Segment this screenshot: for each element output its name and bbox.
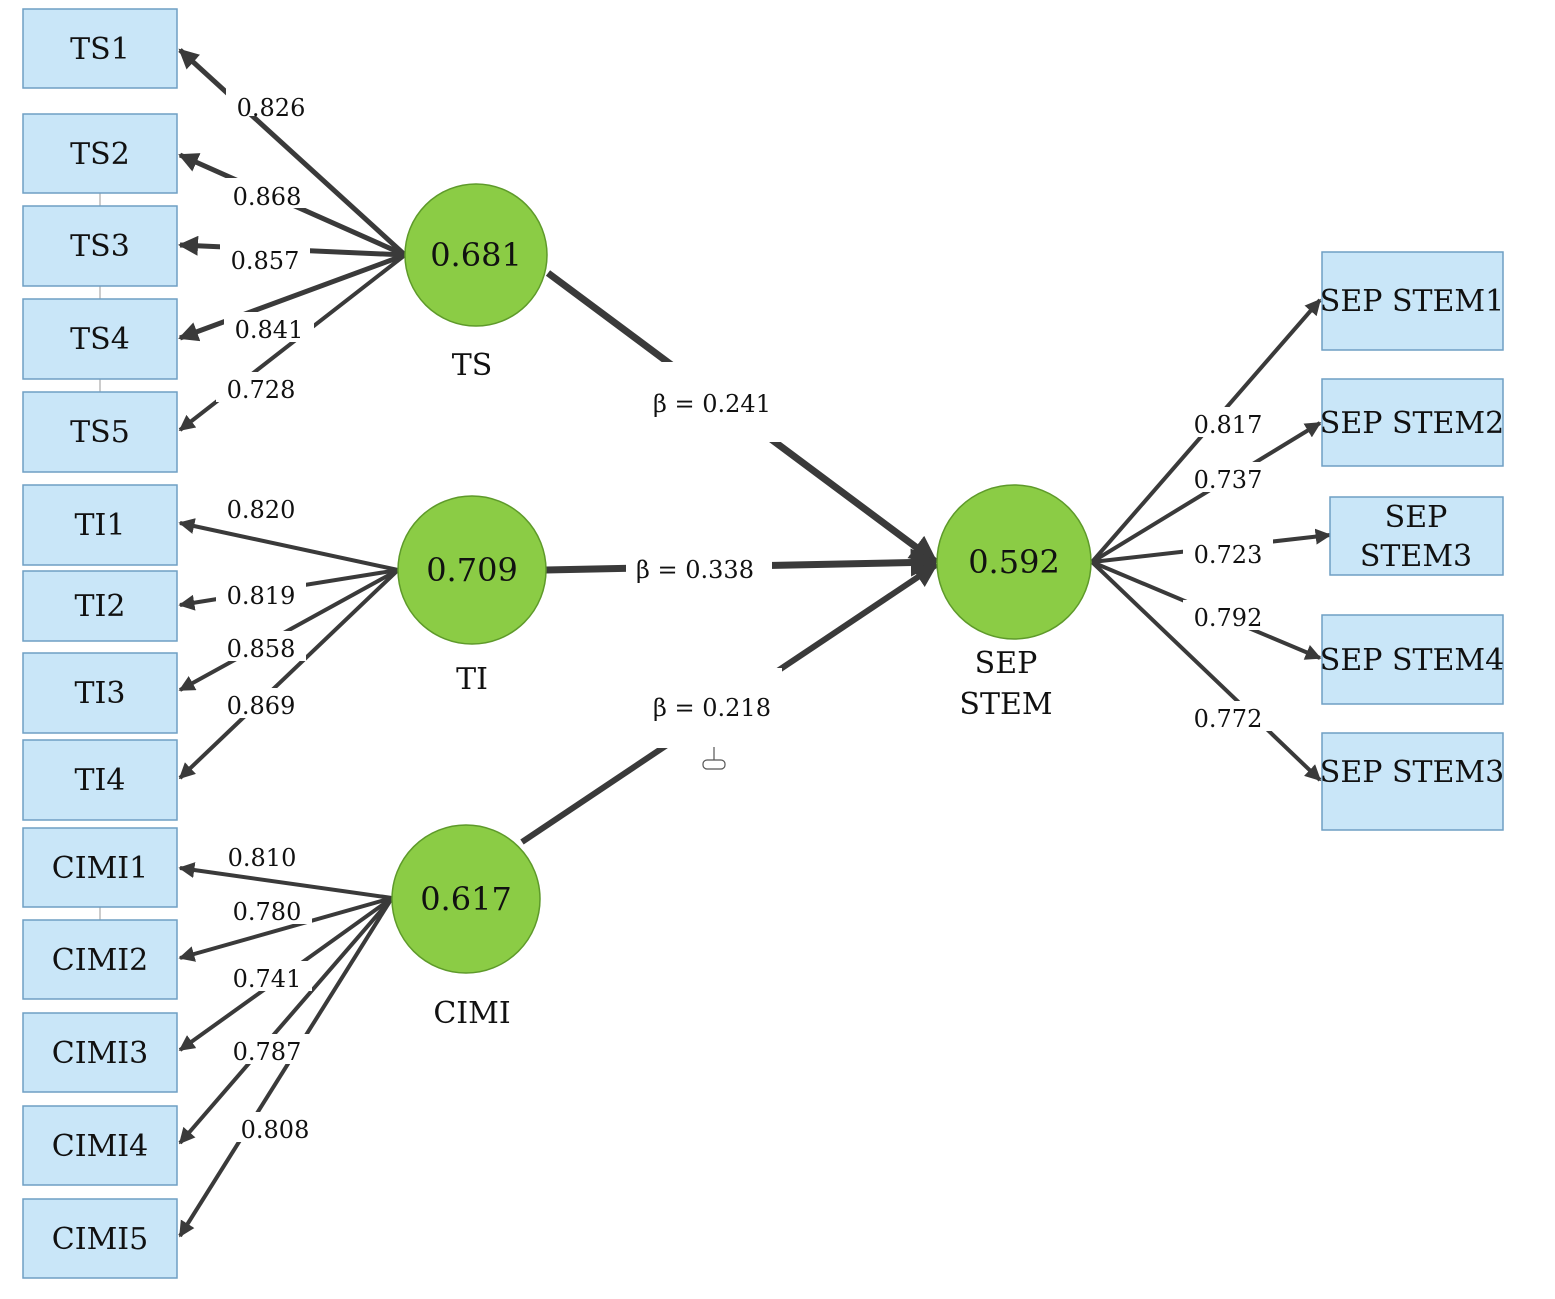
loading-ti4: 0.869: [227, 692, 296, 720]
indicator-ti2-label: TI2: [75, 589, 126, 624]
latent-sep-value: 0.592: [968, 543, 1060, 581]
indicator-sep2-label: SEP STEM2: [1320, 406, 1504, 441]
indicator-ti3: TI3: [22, 652, 178, 734]
indicator-sep4: SEP STEM4: [1320, 614, 1504, 705]
indicator-sep1-label: SEP STEM1: [1320, 284, 1504, 319]
loading-labels: 0.826 0.868 0.857 0.841 0.728 0.820 0.81…: [216, 86, 1273, 1144]
latent-sep-name-line1: SEP: [975, 646, 1038, 681]
latent-ts-name: TS: [452, 348, 493, 383]
indicator-ti4-label: TI4: [75, 763, 126, 798]
indicator-sep3-label-line1: SEP: [1385, 500, 1448, 535]
indicator-ti1-label: TI1: [75, 508, 126, 543]
indicator-ti1: TI1: [22, 484, 178, 566]
indicator-ts3: TS3: [22, 205, 178, 287]
arrow-ti-ti4: [178, 568, 400, 780]
indicator-ti4: TI4: [22, 739, 178, 821]
latent-cimi-name: CIMI: [433, 996, 510, 1031]
indicator-sep1: SEP STEM1: [1320, 251, 1504, 351]
loading-sep3: 0.723: [1194, 541, 1263, 569]
indicator-ts4-label: TS4: [70, 322, 130, 357]
loading-ts1: 0.826: [237, 94, 306, 122]
indicator-sep4-label: SEP STEM4: [1320, 643, 1504, 678]
path-labels: β = 0.241 β = 0.338 β = 0.218: [626, 362, 782, 748]
path-label-ts-sep: β = 0.241: [653, 390, 771, 418]
indicator-cimi3: CIMI3: [22, 1012, 178, 1093]
indicator-sep3-label-line2: STEM3: [1360, 539, 1472, 574]
latent-ts: 0.681 TS: [404, 183, 548, 383]
arrow-cimi-cimi2: [178, 896, 393, 962]
indicator-sep3: SEP STEM3: [1329, 496, 1504, 576]
latent-ts-value: 0.681: [430, 236, 522, 274]
stray-mark: [702, 747, 726, 770]
loading-ts5: 0.728: [227, 376, 296, 404]
indicator-sep5-label: SEP STEM3: [1320, 755, 1504, 790]
path-label-cimi-sep: β = 0.218: [653, 694, 771, 722]
latent-ti: 0.709 TI: [397, 495, 547, 697]
loading-sep2: 0.737: [1194, 466, 1263, 494]
arrow-ts-ts4: [178, 252, 406, 342]
indicator-ts1: TS1: [22, 8, 178, 89]
indicator-cimi4: CIMI4: [22, 1105, 178, 1186]
indicator-boxes-left: TS1 TS2 TS3 TS4 TS5 TI1 TI2 TI3: [22, 8, 178, 1279]
latent-ti-value: 0.709: [426, 551, 518, 589]
latent-cimi-value: 0.617: [420, 880, 512, 918]
indicator-boxes-right: SEP STEM1 SEP STEM2 SEP STEM3 SEP STEM4 …: [1320, 251, 1504, 831]
indicator-ts4: TS4: [22, 298, 178, 380]
loading-cimi4: 0.787: [233, 1038, 302, 1066]
arrow-ts-ts1: [178, 48, 407, 257]
loading-sep1: 0.817: [1194, 411, 1263, 439]
indicator-cimi2: CIMI2: [22, 919, 178, 1000]
loading-ts2: 0.868: [233, 183, 302, 211]
indicator-cimi5: CIMI5: [22, 1198, 178, 1279]
loading-cimi3: 0.741: [233, 965, 302, 993]
indicator-ts2-label: TS2: [70, 137, 130, 172]
indicator-cimi3-label: CIMI3: [52, 1036, 148, 1071]
loading-cimi1: 0.810: [228, 844, 297, 872]
indicator-ti2: TI2: [22, 570, 178, 642]
indicator-ts1-label: TS1: [70, 32, 130, 67]
arrow-cimi-cimi1: [178, 862, 393, 900]
loading-sep5: 0.772: [1194, 705, 1263, 733]
indicator-cimi1: CIMI1: [22, 827, 178, 908]
loading-sep4: 0.792: [1194, 604, 1263, 632]
arrow-ti-ti3: [178, 568, 399, 692]
arrow-cimi-cimi5: [178, 896, 394, 1238]
arrow-sep-sep5: [1090, 560, 1322, 782]
latent-ti-name: TI: [456, 662, 488, 697]
loading-ts4: 0.841: [235, 316, 304, 344]
indicator-cimi4-label: CIMI4: [52, 1129, 148, 1164]
arrow-ti-ti1: [178, 518, 399, 572]
arrow-sep-sep2: [1090, 421, 1322, 564]
indicator-ts3-label: TS3: [70, 229, 130, 264]
indicator-cimi2-label: CIMI2: [52, 943, 148, 978]
loading-ti2: 0.819: [227, 582, 296, 610]
loading-ts3: 0.857: [231, 247, 300, 275]
indicator-ts5-label: TS5: [70, 415, 130, 450]
latent-sep-name-line2: STEM: [959, 687, 1052, 722]
indicator-ts2: TS2: [22, 113, 178, 194]
indicator-sep5: SEP STEM3: [1320, 732, 1504, 831]
arrow-cimi-cimi4: [178, 896, 394, 1145]
loading-ti3: 0.858: [227, 635, 296, 663]
indicator-ts5: TS5: [22, 391, 178, 473]
indicator-ti3-label: TI3: [75, 676, 126, 711]
loading-cimi5: 0.808: [241, 1116, 310, 1144]
indicator-sep2: SEP STEM2: [1320, 378, 1504, 467]
indicator-cimi5-label: CIMI5: [52, 1222, 148, 1257]
path-label-ti-sep: β = 0.338: [636, 556, 754, 584]
loading-cimi2: 0.780: [233, 898, 302, 926]
latent-cimi: 0.617 CIMI: [391, 824, 541, 1031]
ti-loading-arrows: [178, 518, 400, 780]
indicator-cimi1-label: CIMI1: [52, 851, 148, 886]
latent-sep-stem: 0.592 SEP STEM: [936, 484, 1092, 722]
loading-ti1: 0.820: [227, 496, 296, 524]
